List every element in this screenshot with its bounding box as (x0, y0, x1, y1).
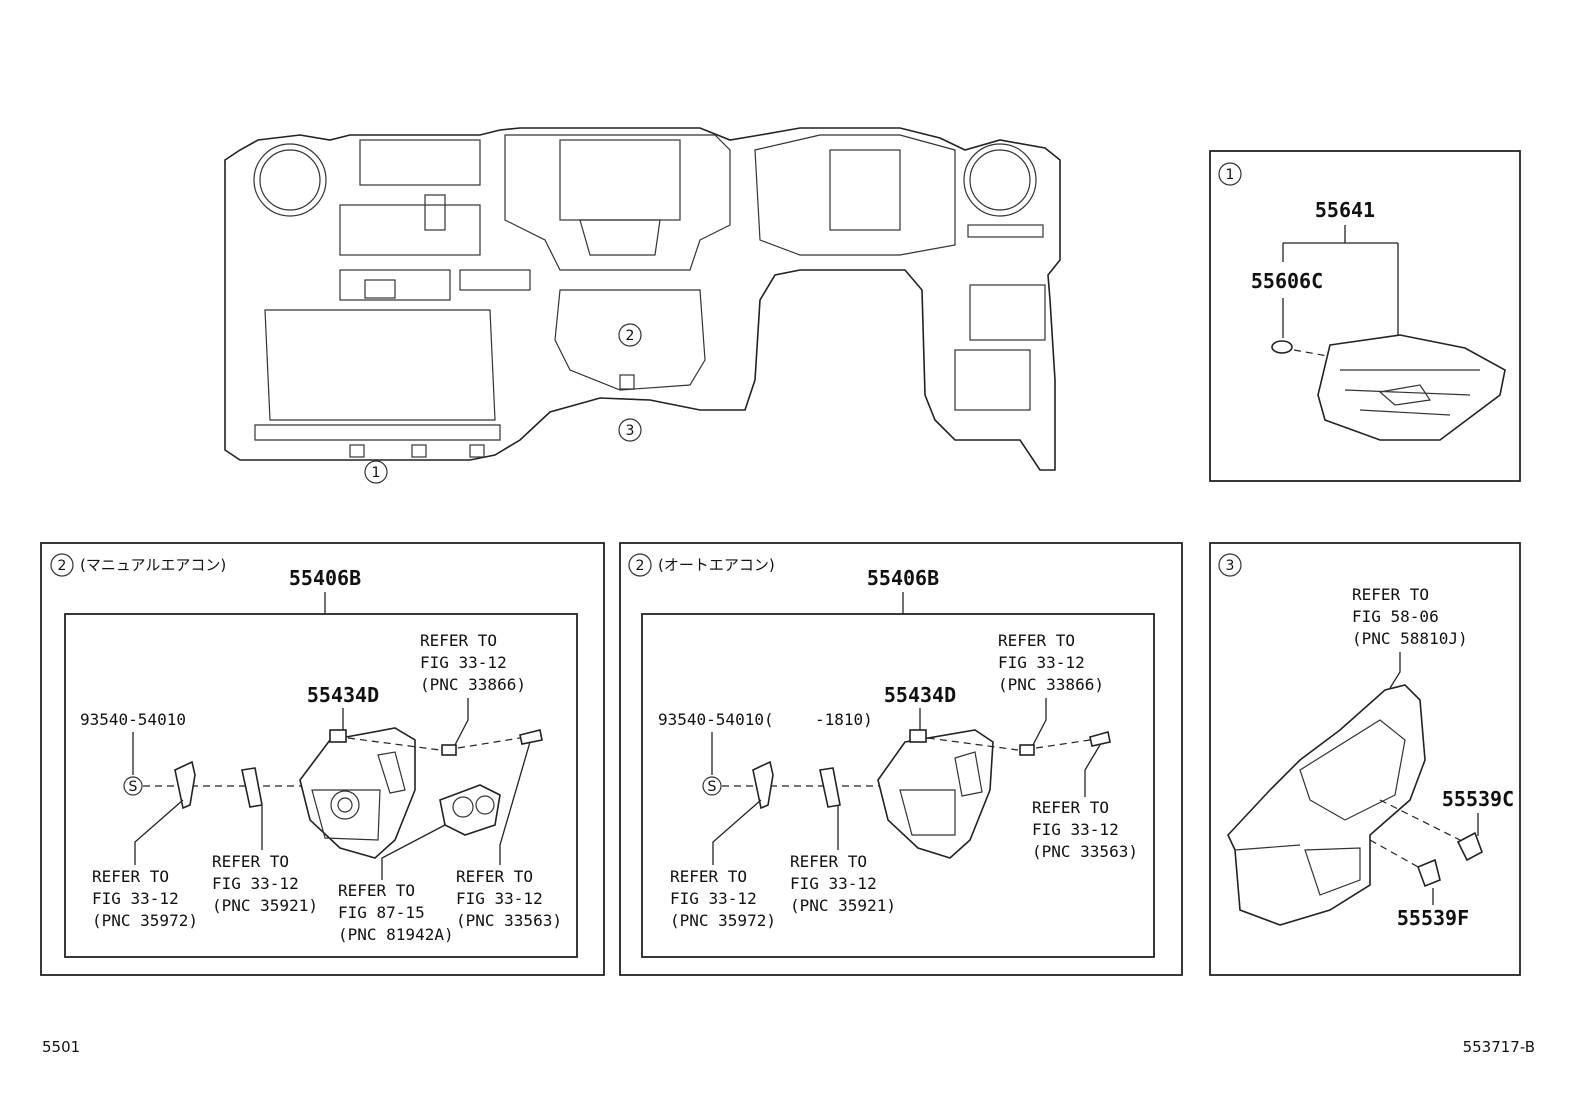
part-number-93540-b: 93540-54010( (658, 710, 774, 729)
ref-top-a: REFER TO FIG 33-12 (PNC 33866) (420, 631, 526, 694)
instrument-panel-drawing: 1 2 3 (224, 127, 1061, 484)
part-number-93540-b-range: -1810) (815, 710, 873, 729)
ref-d-a: REFER TO FIG 33-12 (PNC 33563) (456, 867, 562, 930)
panel-2a-callout: 2 (58, 558, 67, 574)
part-number-55539F: 55539F (1397, 906, 1469, 930)
part-number-55641: 55641 (1315, 198, 1375, 222)
part-number-55539C: 55539C (1442, 787, 1514, 811)
panel-3-callout: 3 (1226, 558, 1235, 574)
detail-panel-2-auto: 2 (オートエアコン) 55406B 55434D 93540-54010( -… (619, 542, 1183, 976)
ref-b-a: REFER TO FIG 33-12 (PNC 35921) (212, 852, 318, 915)
part-number-55434D-b: 55434D (884, 683, 956, 707)
panel-2b-variant-label: (オートエアコン) (658, 556, 775, 574)
ref-top-b: REFER TO FIG 33-12 (PNC 33866) (998, 631, 1104, 694)
panel-1-callout: 1 (1226, 167, 1235, 183)
detail-panel-2-manual: 2 (マニュアルエアコン) 55406B 55434D 93540-54010 … (40, 542, 605, 976)
part-number-55406B-a: 55406B (289, 566, 361, 590)
main-callout-3: 3 (626, 423, 635, 439)
detail-panel-1: 1 55641 55606C (1209, 150, 1521, 482)
part-number-55434D-a: 55434D (307, 683, 379, 707)
ref-d-b: REFER TO FIG 33-12 (PNC 33563) (1032, 798, 1138, 861)
panel-2a-variant-label: (マニュアルエアコン) (80, 556, 226, 574)
main-callout-1: 1 (372, 465, 381, 481)
part-number-93540-a: 93540-54010 (80, 710, 186, 729)
ref-a-a: REFER TO FIG 33-12 (PNC 35972) (92, 867, 198, 930)
screw-symbol-a: S (129, 779, 138, 795)
main-callout-2: 2 (626, 328, 635, 344)
ref-b-b: REFER TO FIG 33-12 (PNC 35921) (790, 852, 896, 915)
part-number-55406B-b: 55406B (867, 566, 939, 590)
panel-2b-callout: 2 (636, 558, 645, 574)
screw-symbol-b: S (708, 779, 717, 795)
detail-panel-3: 3 REFER TO FIG 58-06 (PNC 58810J) 55539C… (1209, 542, 1521, 976)
footer-left-code: 5501 (42, 1038, 80, 1056)
ref-a-b: REFER TO FIG 33-12 (PNC 35972) (670, 867, 776, 930)
ref-top-3: REFER TO FIG 58-06 (PNC 58810J) (1352, 585, 1468, 648)
ref-c-a: REFER TO FIG 87-15 (PNC 81942A) (338, 881, 454, 944)
part-number-55606C: 55606C (1251, 269, 1323, 293)
footer-right-code: 553717-B (1463, 1038, 1535, 1056)
